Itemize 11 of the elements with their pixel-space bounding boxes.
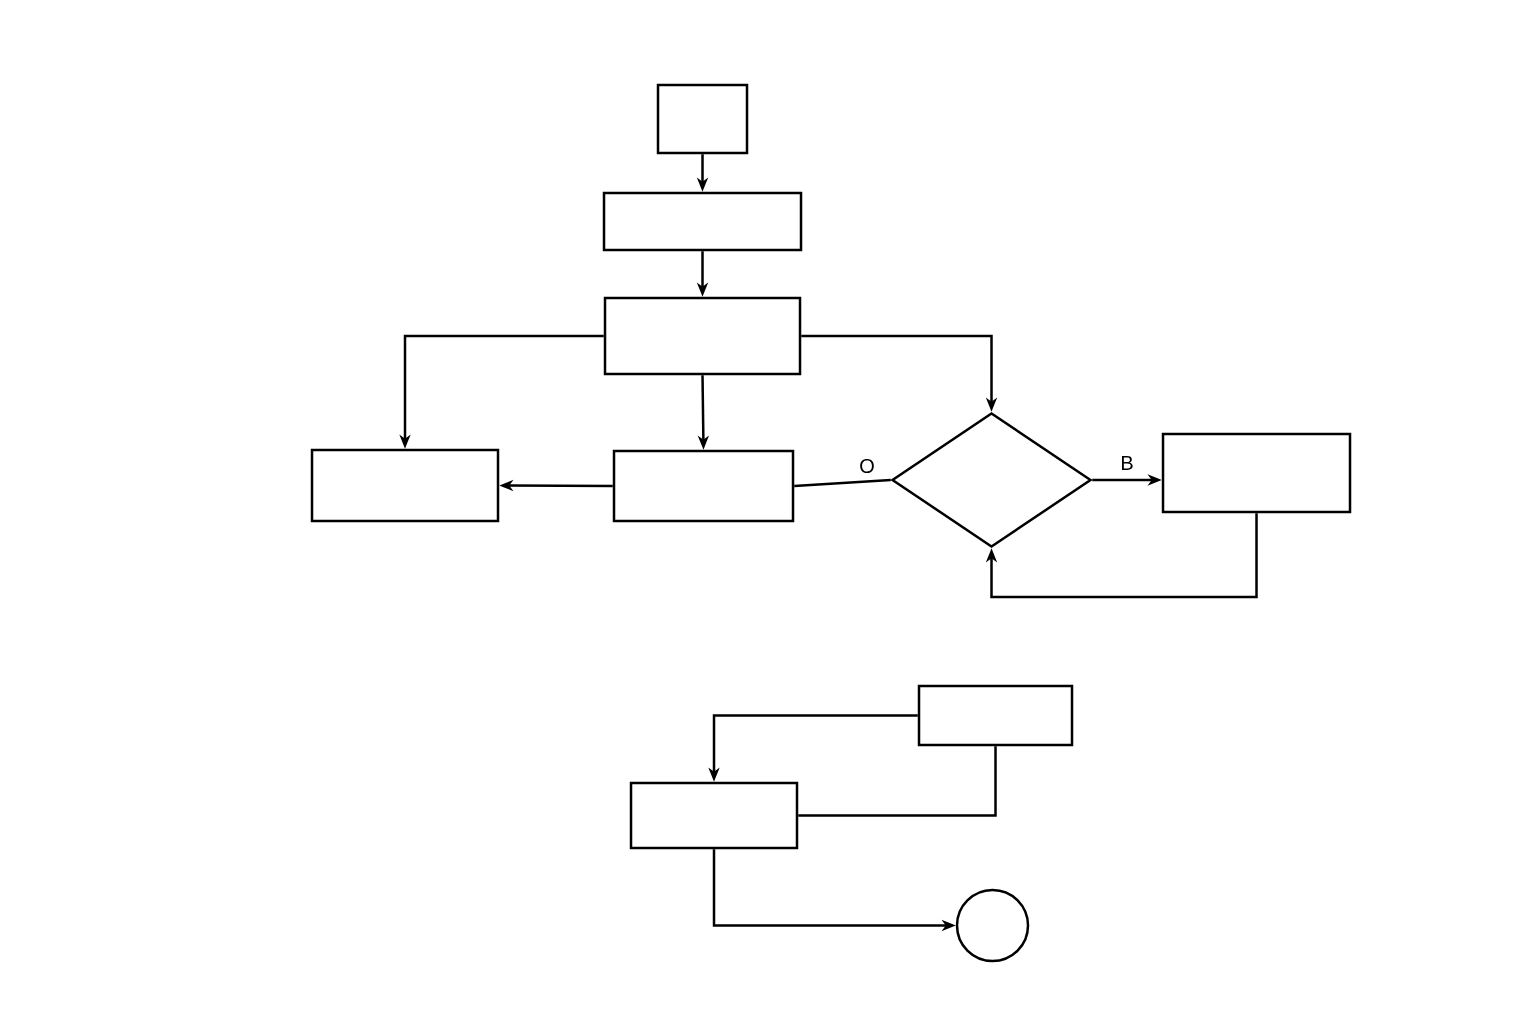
edge-label: B (1119, 455, 1135, 471)
process-box (629, 781, 799, 850)
terminal-circle (955, 888, 1030, 963)
process-box (1161, 432, 1352, 514)
process-box (917, 684, 1074, 747)
process-box (310, 448, 500, 523)
process-box (656, 83, 749, 155)
process-box (602, 191, 803, 252)
arrow (985, 513, 1258, 599)
process-box (612, 449, 795, 523)
process-box (603, 296, 802, 376)
